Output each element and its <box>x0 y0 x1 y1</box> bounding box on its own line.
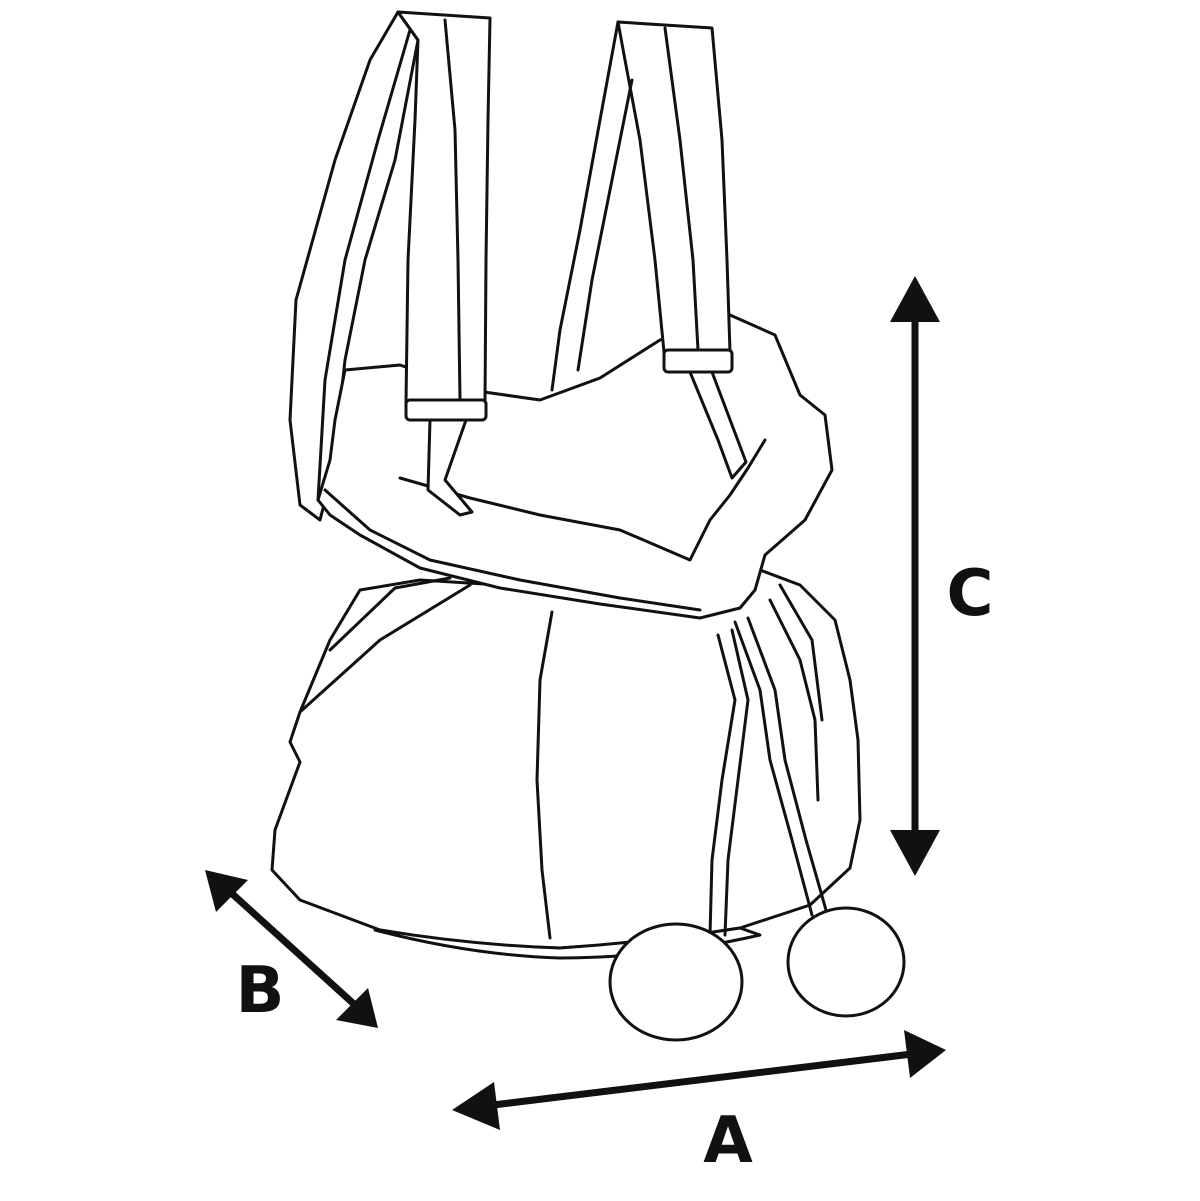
gather-line-2 <box>768 598 820 802</box>
front-strap-right <box>616 20 732 354</box>
front-strap-right-stitch <box>663 26 700 352</box>
height-arrow-top <box>890 276 940 322</box>
depth-arrow-line <box>225 887 358 1008</box>
width-label: A <box>703 1104 753 1178</box>
depth-arrow-top <box>205 870 248 912</box>
cuff-inner-fold <box>398 438 767 562</box>
strap-right-buckle <box>662 348 734 374</box>
pompom-right <box>786 906 906 1018</box>
width-arrow-left <box>452 1082 500 1130</box>
width-arrow-right <box>904 1030 946 1078</box>
front-strap-right-leg <box>550 20 620 392</box>
side-flap <box>328 576 452 652</box>
drawstring-right-2 <box>746 616 828 912</box>
bag-illustration <box>270 10 906 1042</box>
pompom-left <box>608 922 744 1042</box>
panel-seam <box>535 610 554 940</box>
height-dimension: C <box>890 276 993 876</box>
bag-body <box>270 568 862 950</box>
front-strap-right-leg-2 <box>576 78 634 372</box>
drawstring-left-2 <box>723 628 750 937</box>
height-label: C <box>947 557 994 631</box>
back-strap-inner <box>316 28 412 502</box>
front-strap-left-stitch <box>443 18 462 402</box>
gather-line-1 <box>778 583 824 722</box>
drawstring-left <box>708 633 737 937</box>
bag-cuff <box>316 313 834 620</box>
depth-arrow-bottom <box>336 988 378 1028</box>
height-arrow-bottom <box>890 830 940 876</box>
back-strap <box>288 10 420 522</box>
width-dimension: A <box>452 1030 946 1178</box>
side-flap-inner <box>298 583 472 714</box>
strap-left-tail <box>426 418 474 517</box>
depth-label: B <box>236 954 285 1028</box>
width-arrow-line <box>484 1050 913 1110</box>
depth-dimension: B <box>205 870 378 1028</box>
strap-left-buckle <box>404 398 488 422</box>
strap-right-tail <box>688 370 748 480</box>
drawstring-right <box>733 620 814 917</box>
dimension-arrows: C A B <box>205 276 993 1178</box>
cuff-lower-edge <box>323 488 702 612</box>
